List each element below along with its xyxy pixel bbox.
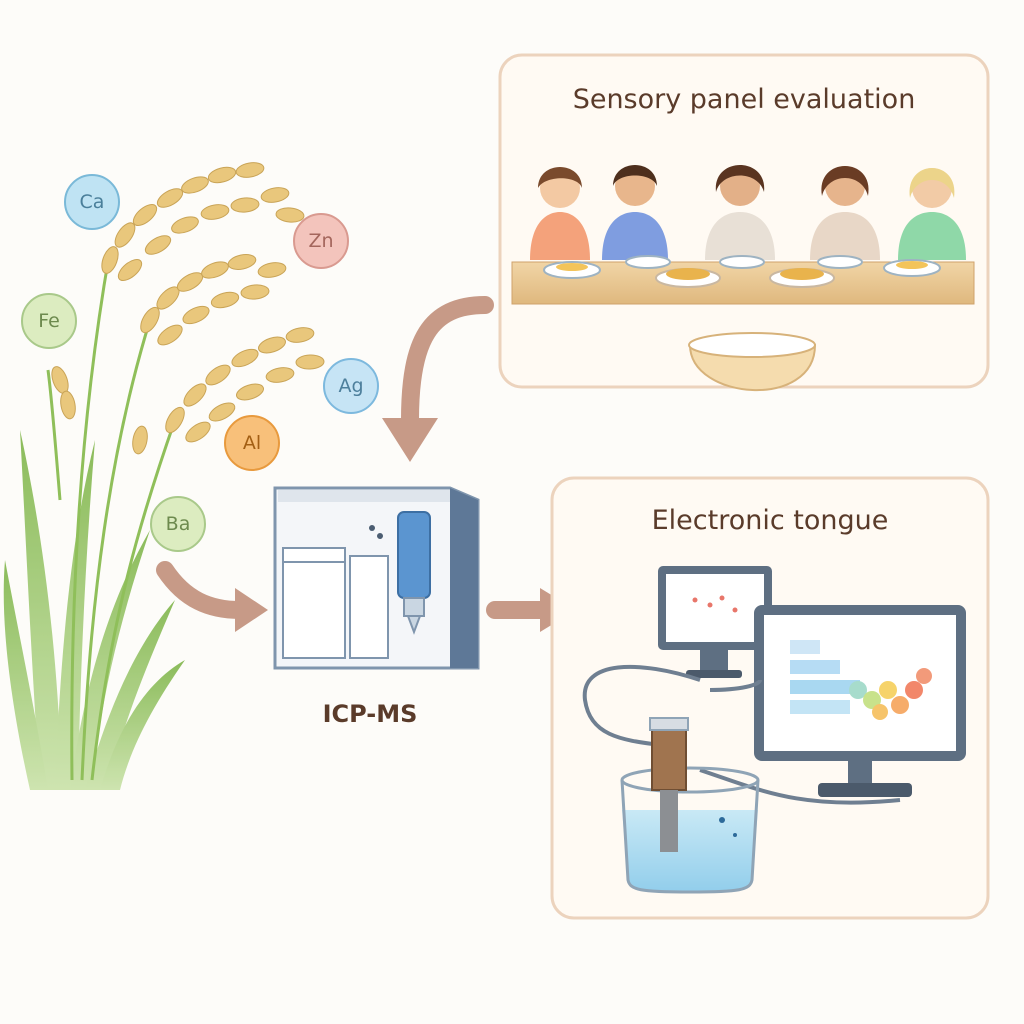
rice-bowl bbox=[688, 332, 817, 391]
electronic-tongue-title: Electronic tongue bbox=[651, 505, 889, 536]
beaker-with-sensor bbox=[620, 717, 760, 894]
element-bubble-zn: Zn bbox=[293, 213, 349, 269]
panelists bbox=[530, 165, 966, 260]
sensory-panel-title: Sensory panel evaluation bbox=[572, 84, 916, 115]
electronic-tongue-box bbox=[550, 476, 990, 920]
element-bubble-al: Al bbox=[224, 415, 280, 471]
cables bbox=[582, 664, 901, 805]
monitor-large bbox=[754, 605, 966, 797]
element-bubble-ag: Ag bbox=[323, 358, 379, 414]
monitor-small bbox=[658, 566, 772, 678]
element-bubble-ba: Ba bbox=[150, 496, 206, 552]
sensory-panel-box bbox=[498, 53, 990, 391]
arrow-sensory-to-icpms bbox=[401, 296, 494, 429]
rice-grains bbox=[51, 162, 325, 455]
arrow-elements-to-icpms bbox=[156, 561, 249, 619]
element-bubble-fe: Fe bbox=[21, 293, 77, 349]
icp-ms-instrument bbox=[273, 486, 480, 670]
icp-ms-label: ICP-MS bbox=[322, 700, 418, 728]
arrows bbox=[156, 296, 554, 619]
rice-stems bbox=[46, 249, 177, 781]
plates bbox=[543, 255, 941, 288]
element-bubble-ca: Ca bbox=[64, 174, 120, 230]
rice-plant-illustration bbox=[3, 162, 325, 790]
